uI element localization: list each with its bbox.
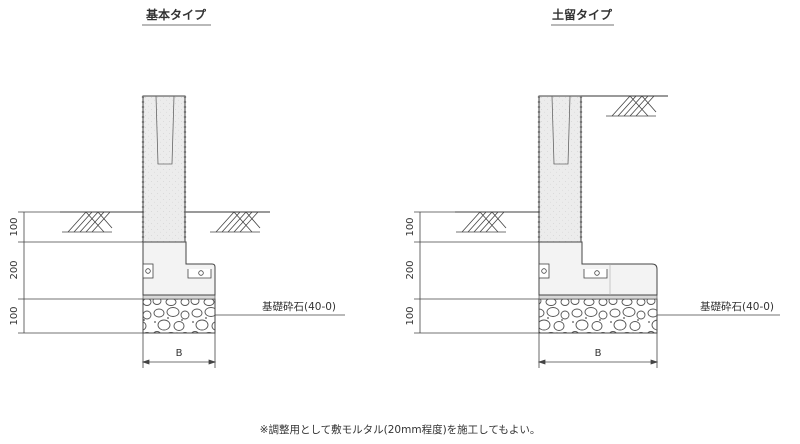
retaining-type-drawing: 土留タイプ [405,7,780,368]
retaining-dim-top: 100 [405,217,416,236]
retaining-width-dimension [537,333,659,368]
basic-anchor-bracket-left [142,263,154,279]
basic-type-drawing: 基本タイプ [9,7,345,368]
retaining-anchor-bracket-right [583,269,608,279]
footnote: ※調整用として敷モルタル(20mm程度)を施工してもよい。 [260,423,541,436]
retaining-pole-inner-groove [551,95,571,165]
basic-anchor-bracket-right [187,269,212,279]
basic-mortar-layer [142,294,216,300]
basic-vertical-dimension [18,211,143,334]
retaining-concrete-foundation [538,241,658,296]
retaining-gravel-base [538,298,658,334]
retaining-dim-width: B [595,348,602,359]
basic-concrete-foundation [142,241,216,296]
basic-dim-middle: 200 [9,260,20,279]
retaining-gravel-label: 基礎砕石(40-0) [700,300,774,313]
retaining-upper-ground-hatch [606,95,657,117]
retaining-dim-bottom: 100 [405,306,416,325]
basic-ground-hatch-left [62,211,113,233]
basic-width-dimension [141,333,217,368]
basic-ground-hatch-right [210,211,261,233]
basic-pole-inner-groove [155,95,175,165]
retaining-type-title: 土留タイプ [552,7,613,22]
retaining-ground-hatch [456,211,507,233]
basic-dim-top: 100 [9,217,20,236]
basic-gravel-label: 基礎砕石(40-0) [262,300,336,313]
retaining-anchor-bracket-left [538,263,550,279]
basic-dim-width: B [176,348,183,359]
basic-type-title: 基本タイプ [145,7,207,22]
basic-pole [142,95,186,243]
retaining-vertical-dimension [414,211,539,334]
retaining-dim-middle: 200 [405,260,416,279]
basic-gravel-base [142,298,216,334]
retaining-mortar-layer [538,294,658,300]
basic-dim-bottom: 100 [9,306,20,325]
retaining-pole [538,95,582,243]
